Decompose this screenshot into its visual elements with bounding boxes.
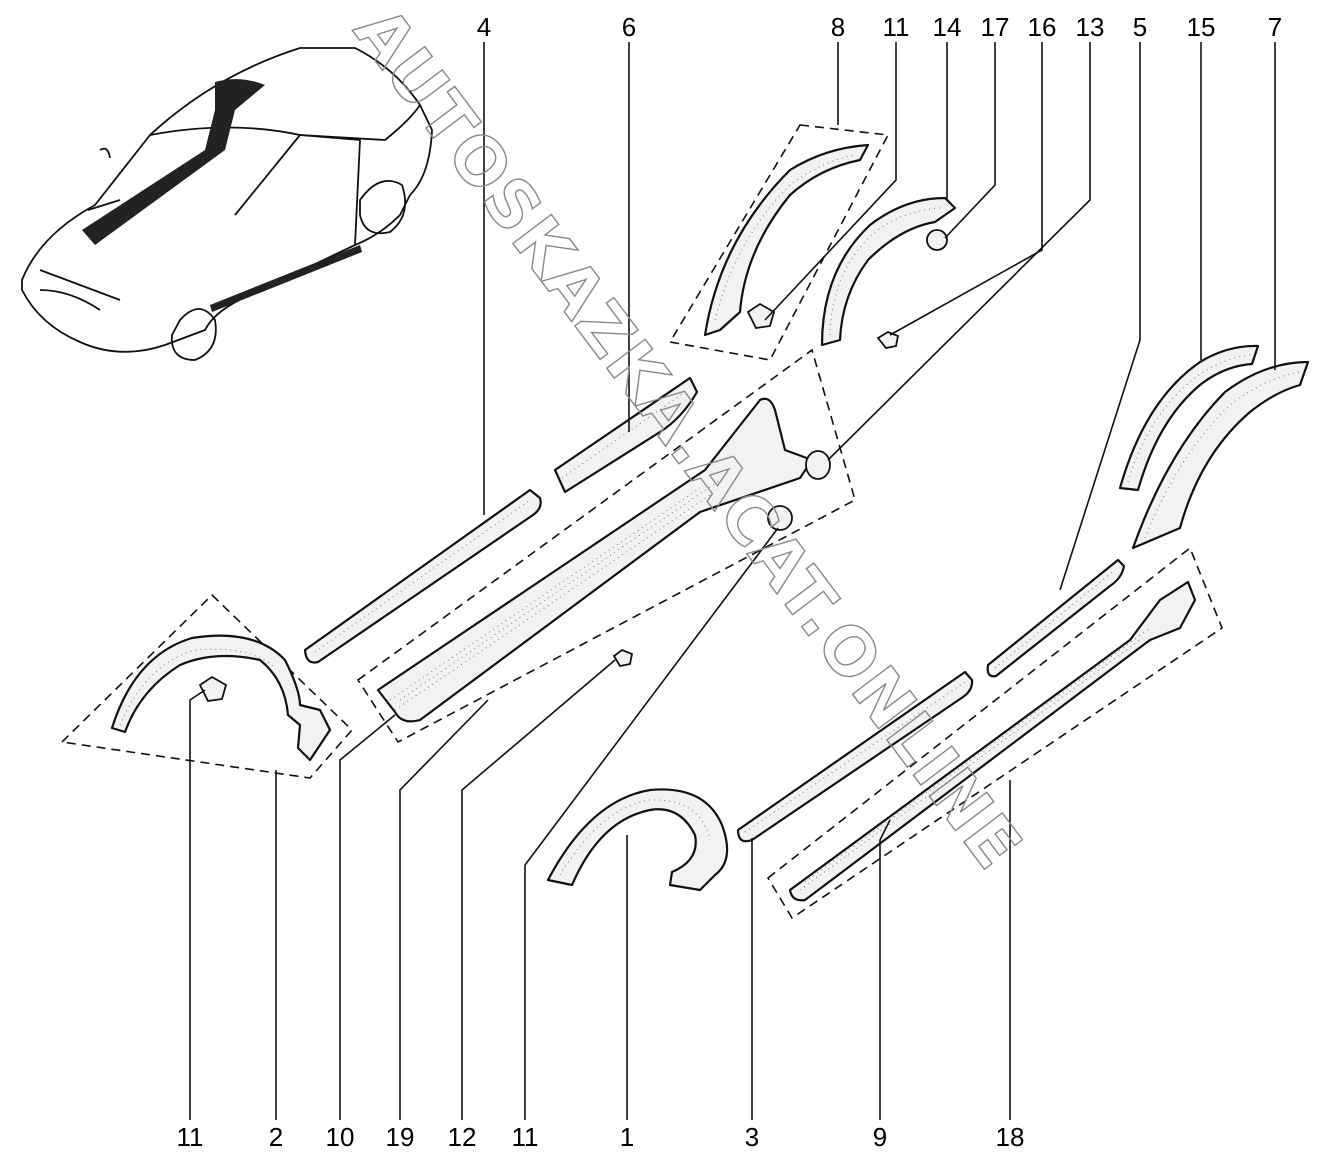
- callout-13: 13: [1076, 12, 1105, 42]
- callout-10: 10: [326, 1122, 355, 1152]
- part-11-clip-center: [767, 505, 793, 531]
- part-6-moulding: [553, 376, 699, 494]
- part-1-front-arch: [546, 788, 729, 892]
- part-4-door-moulding: [303, 488, 542, 664]
- callout-5: 5: [1133, 12, 1147, 42]
- callout-14: 14: [933, 12, 962, 42]
- leader-lines-top: [483, 42, 1276, 591]
- part-2-rear-arch: [110, 634, 332, 762]
- leader-lines-bottom: [189, 527, 1011, 1120]
- part-18-sill-panel: [788, 580, 1197, 902]
- callout-16: 16: [1028, 12, 1057, 42]
- callout-19: 19: [386, 1122, 415, 1152]
- part-13-round-clip: [805, 450, 831, 480]
- callouts-top: 4 6 8 11 14 17 16 13 5 15 7: [477, 12, 1282, 42]
- part-3-lower-moulding: [736, 670, 974, 843]
- callout-4: 4: [477, 12, 491, 42]
- callout-18: 18: [996, 1122, 1025, 1152]
- callout-3: 3: [745, 1122, 759, 1152]
- group-box-2: [60, 593, 354, 779]
- part-16-screw: [876, 330, 900, 349]
- callout-11-top: 11: [883, 12, 910, 42]
- callout-12: 12: [448, 1122, 477, 1152]
- part-11-clip-upper: [746, 302, 776, 329]
- part-15-arch-trim: [1118, 344, 1260, 492]
- callout-17: 17: [981, 12, 1010, 42]
- callout-2: 2: [269, 1122, 283, 1152]
- car-overview-illustration: [21, 47, 433, 361]
- callouts-bottom: 11 2 10 19 12 11 1 3 9 18: [177, 1122, 1025, 1152]
- group-box-18: [766, 546, 1223, 920]
- callout-15: 15: [1187, 12, 1216, 42]
- part-12-clip: [612, 648, 634, 668]
- callout-8: 8: [831, 12, 845, 42]
- part-8-arch-trim: [703, 143, 870, 337]
- callout-6: 6: [622, 12, 636, 42]
- part-7-arch-trim: [1131, 360, 1310, 550]
- part-11-clip-lower: [198, 675, 228, 702]
- part-5-sill-moulding: [986, 558, 1126, 678]
- group-box-8: [668, 124, 890, 361]
- callout-11-bottom: 11: [512, 1122, 539, 1152]
- part-14-arch-piece: [820, 196, 957, 347]
- callout-1: 1: [620, 1122, 634, 1152]
- callout-9: 9: [873, 1122, 887, 1152]
- callout-7: 7: [1268, 12, 1282, 42]
- part-17-nut: [926, 229, 948, 251]
- callout-11-bottom-left: 11: [177, 1122, 204, 1152]
- watermark-text: AUTOSKAZKA.ACAT.ONLINE: [339, 0, 1037, 884]
